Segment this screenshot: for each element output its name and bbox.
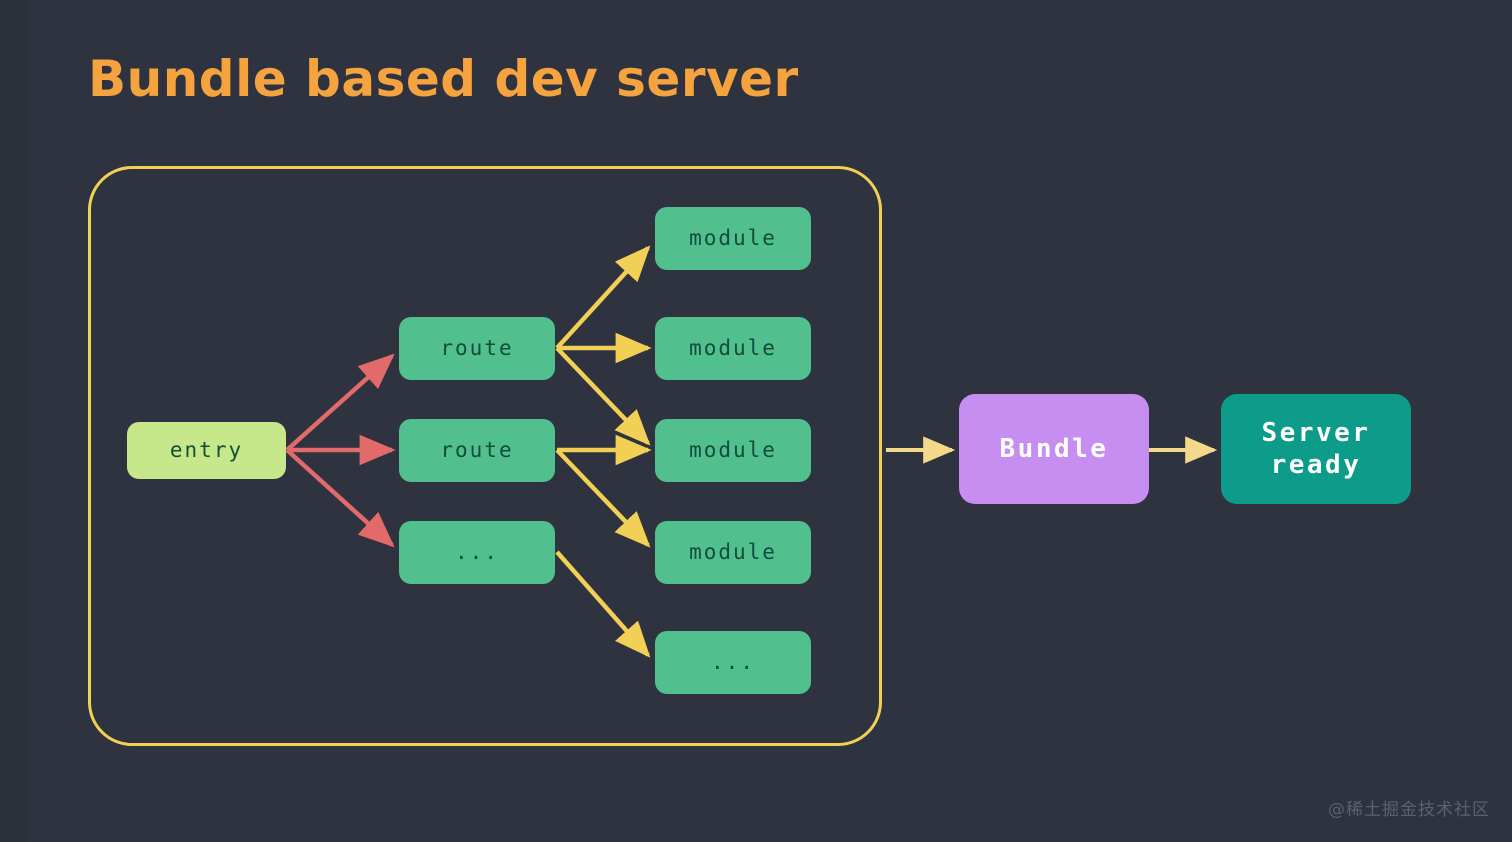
node-module-2[interactable]: module [655, 317, 811, 380]
node-module-4[interactable]: module [655, 521, 811, 584]
node-bundle[interactable]: Bundle [959, 394, 1149, 504]
node-module-3[interactable]: module [655, 419, 811, 482]
node-route-1[interactable]: route [399, 317, 555, 380]
watermark: @稀土掘金技术社区 [1328, 800, 1490, 820]
node-route-ellipsis[interactable]: ... [399, 521, 555, 584]
node-module-ellipsis[interactable]: ... [655, 631, 811, 694]
bundle-graph-container [88, 166, 882, 746]
left-edge-strip [0, 0, 28, 842]
node-route-2[interactable]: route [399, 419, 555, 482]
node-server-ready[interactable]: Server ready [1221, 394, 1411, 504]
node-module-1[interactable]: module [655, 207, 811, 270]
page-title: Bundle based dev server [88, 50, 799, 108]
node-entry[interactable]: entry [127, 422, 286, 479]
